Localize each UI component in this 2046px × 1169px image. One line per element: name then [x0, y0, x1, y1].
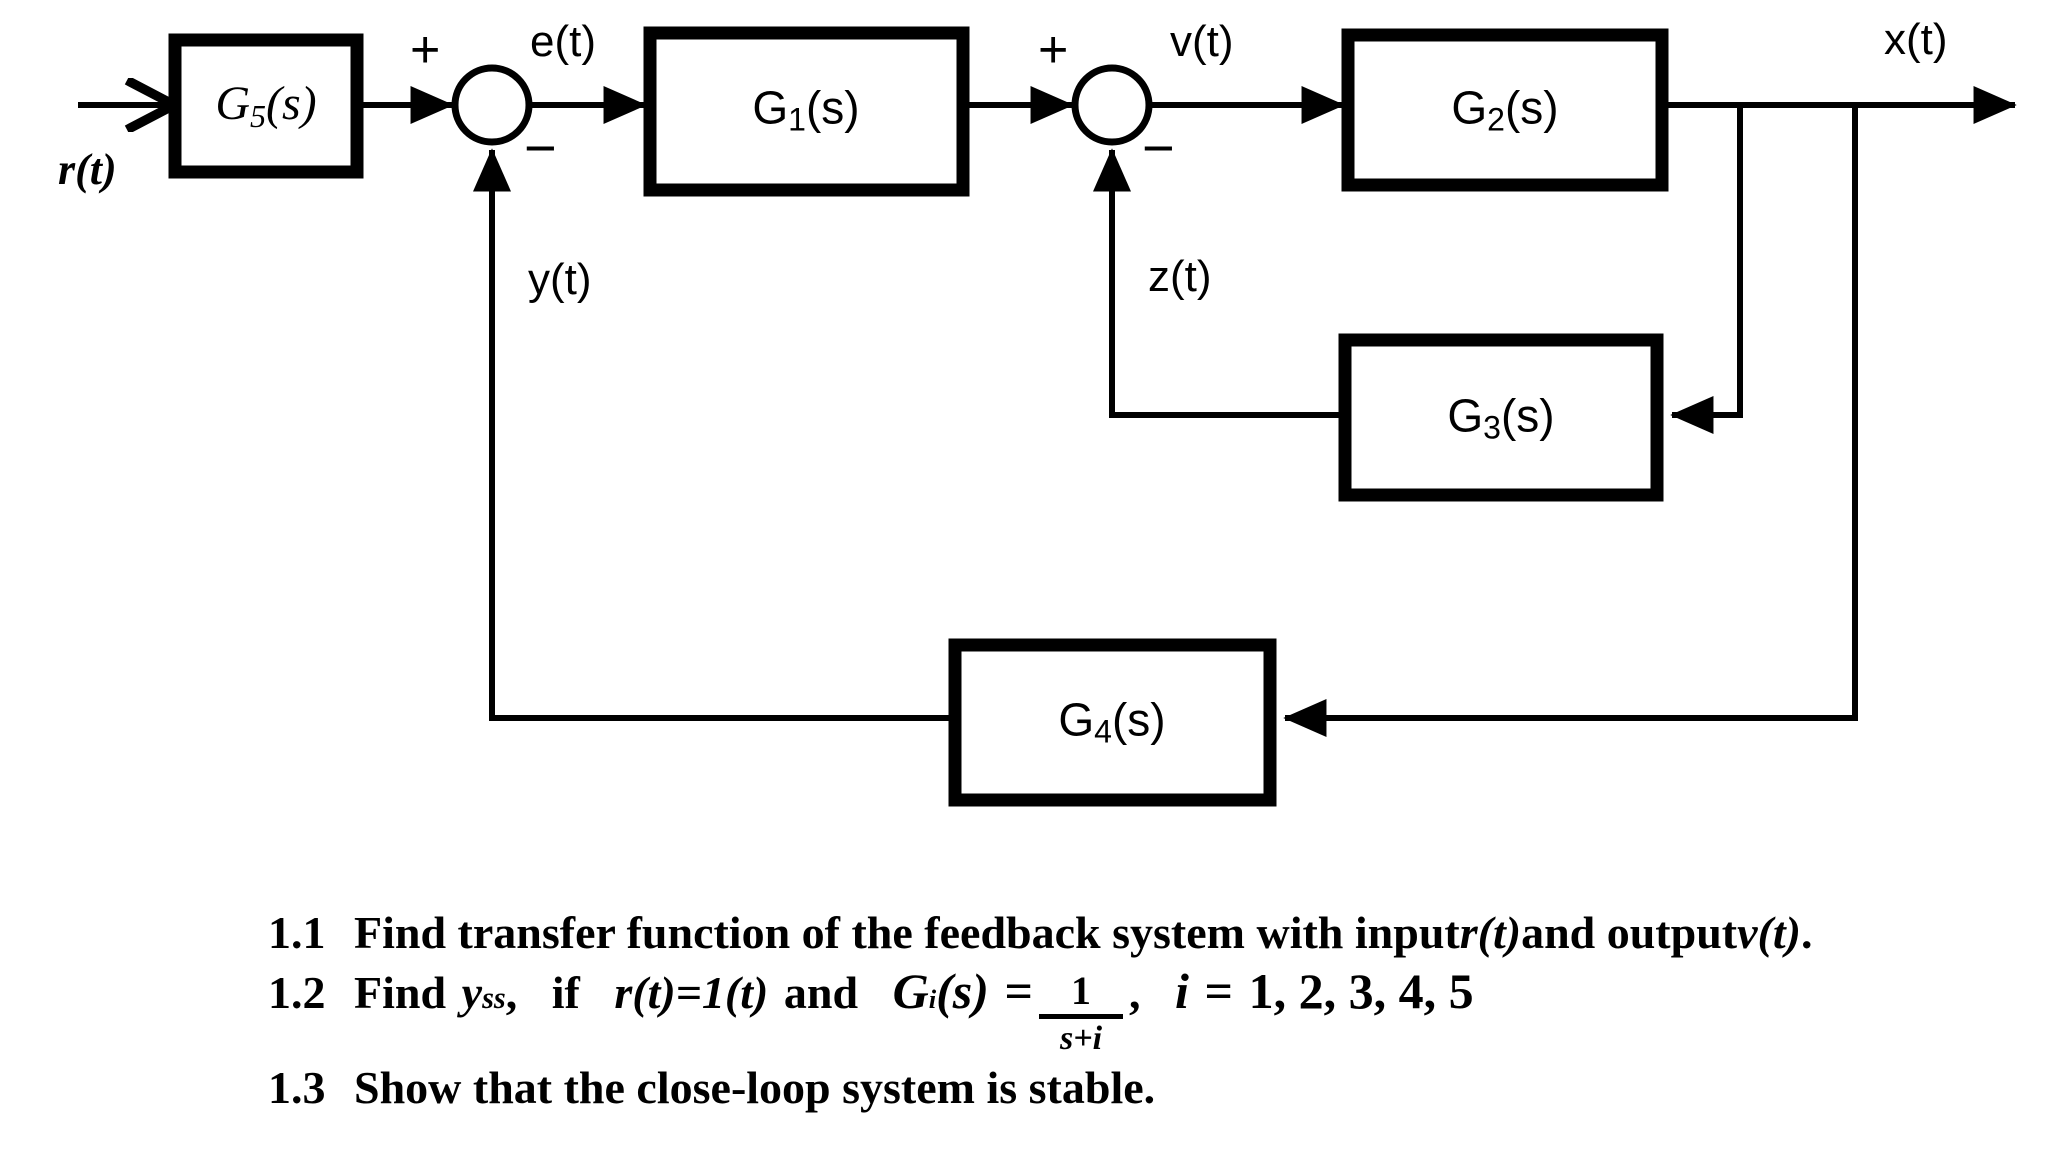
q12-gi-symbol: G	[892, 963, 929, 1020]
signal-label-y: y(t)	[528, 255, 592, 304]
block-g2	[1341, 28, 1669, 192]
block-label-g4: G4(s)	[1058, 696, 1165, 747]
question-item-1-3: 1.3 Show that the close-loop system is s…	[0, 1060, 2046, 1116]
q12-after-fraction-comma: ,	[1129, 967, 1141, 1019]
block-label-g5-tail: (s)	[266, 77, 317, 130]
question-item-1-1: 1.1 Find transfer function of the feedba…	[0, 905, 2046, 961]
y-feedback-path	[472, 148, 955, 721]
q11-part-0: Find transfer function of the feedback s…	[354, 907, 1460, 958]
q13-part-0: Show that the close-loop system is stabl…	[354, 1062, 1156, 1114]
outer-loop-takeoff-path	[1283, 105, 1858, 738]
block-g4	[948, 638, 1277, 807]
block-label-g3-subscript: 3	[1483, 409, 1501, 446]
block-label-g5: G5(s)	[215, 77, 317, 134]
sum1-minus-sign: −	[524, 116, 557, 179]
inner-loop-takeoff-path	[1670, 105, 1743, 435]
block-g3	[1338, 333, 1664, 502]
question-number-1-2: 1.2	[268, 967, 326, 1019]
signal-label-output-x: x(t)	[1884, 15, 1948, 64]
block-label-g4-subscript: 4	[1094, 713, 1112, 750]
block-label-g2-tail: (s)	[1504, 81, 1559, 134]
q12-and-label: and	[783, 967, 859, 1019]
signal-label-z: z(t)	[1148, 252, 1212, 301]
q12-y-symbol: y	[461, 967, 483, 1019]
summing-junction-2	[1071, 64, 1153, 146]
question-text-1-1: Find transfer function of the feedback s…	[354, 905, 1812, 961]
question-number-1-1: 1.1	[268, 907, 326, 958]
q11-part-2: and output	[1521, 907, 1738, 958]
block-label-g3-tail: (s)	[1500, 389, 1555, 442]
block-label-g4-tail: (s)	[1111, 693, 1166, 746]
block-label-g1-tail: (s)	[805, 81, 860, 134]
block-label-g3: G3(s)	[1447, 392, 1554, 443]
block-label-g2: G2(s)	[1451, 84, 1558, 135]
question-text-1-3: Show that the close-loop system is stabl…	[354, 1060, 1155, 1116]
q12-fraction-bar	[1039, 1014, 1124, 1020]
block-label-g2-main: G	[1451, 81, 1488, 134]
block-label-g2-subscript: 2	[1487, 101, 1505, 138]
question-list: 1.1 Find transfer function of the feedba…	[0, 905, 2046, 1116]
block-label-g5-subscript: 5	[250, 98, 267, 134]
q12-index-values: 1, 2, 3, 4, 5	[1248, 963, 1474, 1020]
q12-comma: ,	[505, 967, 518, 1019]
sum2-minus-sign: −	[1142, 116, 1175, 179]
block-diagram-canvas	[78, 26, 2017, 807]
q12-gi-tail: (s)	[936, 963, 989, 1020]
q12-y-subscript: ss	[482, 981, 506, 1016]
q12-if-label: if	[551, 967, 580, 1019]
q12-fraction: 1 s+i	[1039, 968, 1124, 1058]
sum2-plus-sign: +	[1038, 21, 1069, 79]
q12-equals: =	[1004, 963, 1034, 1020]
block-label-g1-subscript: 1	[788, 101, 806, 138]
q12-find-label: Find	[354, 967, 447, 1019]
q12-gi-subscript: i	[928, 984, 937, 1015]
q12-index-equals: =	[1204, 963, 1234, 1020]
q12-fraction-numerator: 1	[1071, 968, 1092, 1014]
signal-label-v: v(t)	[1170, 17, 1234, 66]
q11-part-1-italic: r(t)	[1459, 907, 1522, 958]
signal-label-error-e: e(t)	[530, 17, 596, 66]
block-label-g5-main: G	[215, 77, 251, 130]
q12-r-condition: r(t)=1(t)	[614, 967, 769, 1019]
block-label-g4-main: G	[1058, 693, 1095, 746]
block-label-g1-main: G	[752, 81, 789, 134]
block-label-g1: G1(s)	[752, 84, 859, 135]
q11-part-3-italic: v(t)	[1737, 907, 1801, 958]
block-g1	[643, 26, 970, 197]
summing-junction-1	[451, 64, 533, 146]
signal-label-input-r: r(t)	[58, 145, 117, 194]
question-number-1-3: 1.3	[268, 1062, 326, 1114]
q12-index-symbol: i	[1175, 963, 1189, 1020]
q12-fraction-denominator: s+i	[1059, 1020, 1103, 1058]
sum1-plus-sign: +	[410, 21, 441, 79]
block-label-g3-main: G	[1447, 389, 1484, 442]
q11-part-4: .	[1800, 907, 1813, 958]
z-feedback-path	[1092, 148, 1345, 418]
